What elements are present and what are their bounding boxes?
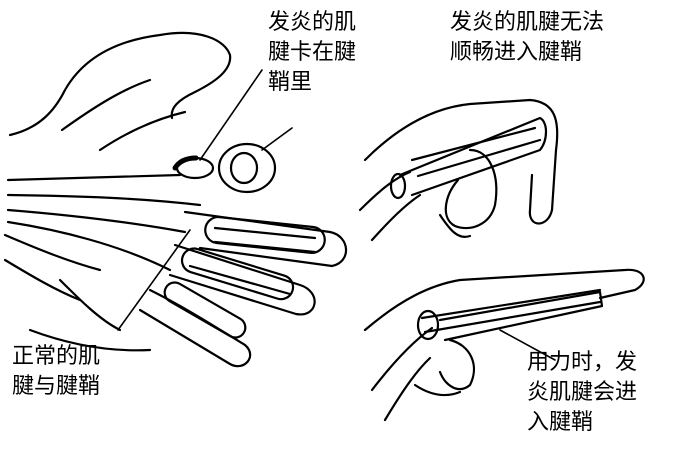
label-cannot-enter-sheath: 发炎的肌腱无法 顺畅进入腱鞘 bbox=[450, 8, 604, 68]
label-normal-tendon-sheath: 正常的肌 腱与腱鞘 bbox=[12, 342, 100, 402]
bent-finger-illustration bbox=[360, 100, 557, 240]
label-force-enter-sheath: 用力时，发 炎肌腱会进 入腱鞘 bbox=[527, 348, 637, 438]
label-inflamed-tendon-stuck: 发炎的肌 腱卡在腱 鞘里 bbox=[268, 8, 356, 98]
